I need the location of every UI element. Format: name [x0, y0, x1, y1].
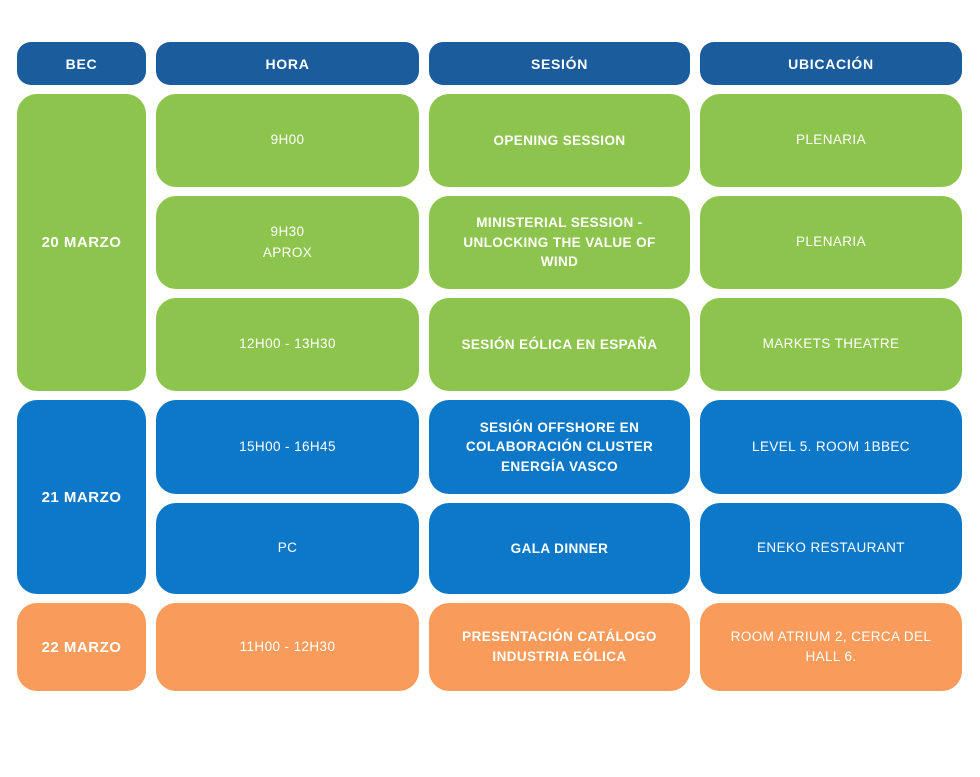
- location-cell-room-atrium: ROOM ATRIUM 2, CERCA DEL HALL 6.: [700, 603, 962, 691]
- time-cell-gala-dinner: PC: [156, 503, 419, 594]
- date-cell-21-marzo: 21 MARZO: [17, 400, 146, 594]
- header-cell-bec: BEC: [17, 42, 146, 85]
- time-cell-eolica-espana: 12H00 - 13H30: [156, 298, 419, 391]
- session-cell-gala-dinner: GALA DINNER: [429, 503, 690, 594]
- location-cell-level5-room: LEVEL 5. ROOM 1BBEC: [700, 400, 962, 494]
- event-schedule-table: BEC HORA SESIÓN UBICACIÓN 20 MARZO 9H00 …: [17, 42, 962, 691]
- time-cell-opening: 9H00: [156, 94, 419, 187]
- time-cell-catalogo: 11H00 - 12H30: [156, 603, 419, 691]
- session-cell-ministerial-session: MINISTERIAL SESSION - UNLOCKING THE VALU…: [429, 196, 690, 289]
- session-cell-catalogo: PRESENTACIÓN CATÁLOGO INDUSTRIA EÓLICA: [429, 603, 690, 691]
- location-cell-markets-theatre: MARKETS THEATRE: [700, 298, 962, 391]
- location-cell-plenaria-2: PLENARIA: [700, 196, 962, 289]
- session-cell-offshore: SESIÓN OFFSHORE EN COLABORACIÓN CLUSTER …: [429, 400, 690, 494]
- date-cell-20-marzo: 20 MARZO: [17, 94, 146, 391]
- location-cell-eneko-restaurant: ENEKO RESTAURANT: [700, 503, 962, 594]
- header-cell-ubicacion: UBICACIÓN: [700, 42, 962, 85]
- session-cell-opening-session: OPENING SESSION: [429, 94, 690, 187]
- session-cell-eolica-espana: SESIÓN EÓLICA EN ESPAÑA: [429, 298, 690, 391]
- time-cell-offshore: 15H00 - 16H45: [156, 400, 419, 494]
- time-cell-ministerial: 9H30 APROX: [156, 196, 419, 289]
- header-cell-hora: HORA: [156, 42, 419, 85]
- location-cell-plenaria-1: PLENARIA: [700, 94, 962, 187]
- header-cell-sesion: SESIÓN: [429, 42, 690, 85]
- date-cell-22-marzo: 22 MARZO: [17, 603, 146, 691]
